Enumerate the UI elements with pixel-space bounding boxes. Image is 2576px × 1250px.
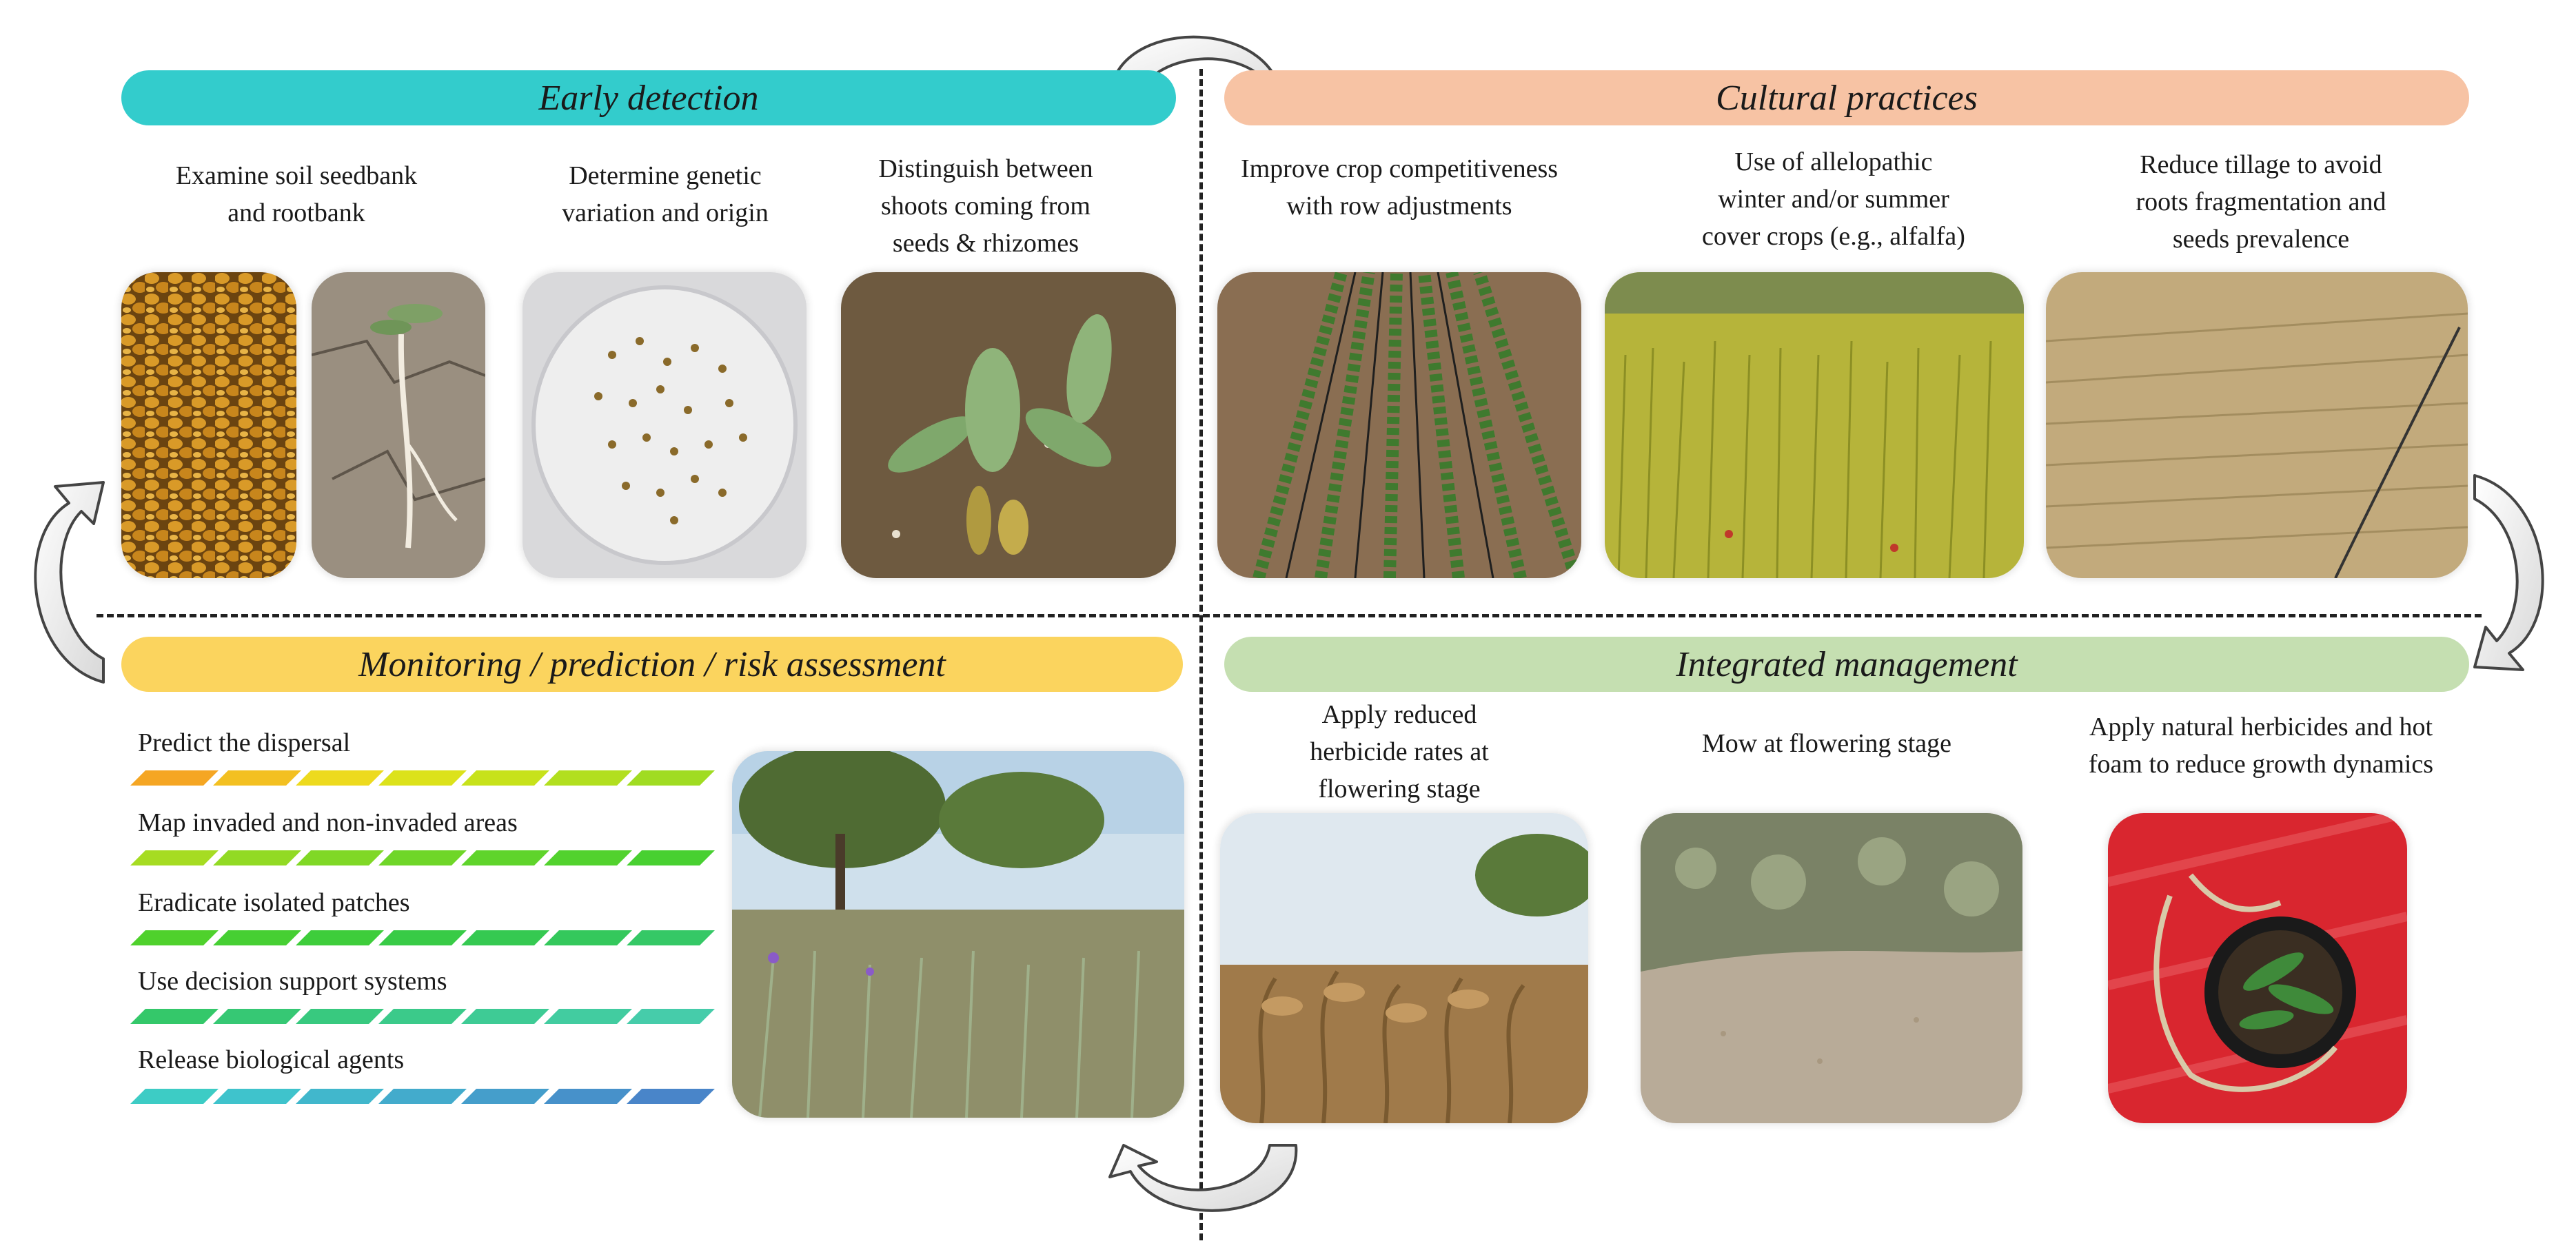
photo-rootbank <box>312 272 485 578</box>
stripe-segment <box>378 1089 467 1104</box>
stripe-segment <box>627 1009 715 1024</box>
stripe-segment <box>213 850 301 865</box>
caption-reduced-herbicide: Apply reduced herbicide rates at floweri… <box>1310 700 1489 803</box>
early-detection-banner: Early detection <box>121 70 1176 125</box>
stripe-segment <box>627 770 715 786</box>
early-detection-title: Early detection <box>538 78 759 118</box>
monitoring-item-dispersal: Predict the dispersal <box>138 728 351 757</box>
stripe-segment <box>296 930 384 945</box>
monitoring-item-map-areas: Map invaded and non-invaded areas <box>138 808 518 837</box>
stripe-row-3 <box>130 1009 715 1024</box>
caption-allelopathic-cover-crops: Use of allelopathic winter and/or summer… <box>1702 147 1965 251</box>
stripe-segment <box>627 850 715 865</box>
photo-dried-plants <box>1220 813 1588 1123</box>
stripe-segment <box>213 1009 301 1024</box>
cultural-practices-title: Cultural practices <box>1716 78 1978 118</box>
monitoring-title: Monitoring / prediction / risk assessmen… <box>358 644 946 684</box>
stripe-segment <box>544 1009 632 1024</box>
stripe-row-0 <box>130 770 715 786</box>
photo-reduced-tillage <box>2046 272 2468 578</box>
stripe-segment <box>378 1009 467 1024</box>
photo-invaded-field <box>732 751 1184 1118</box>
photo-shoots <box>841 272 1176 578</box>
arrow-bottom-icon <box>1108 1144 1298 1212</box>
photo-cover-crops <box>1605 272 2024 578</box>
caption-mow: Mow at flowering stage <box>1702 729 1951 758</box>
stripe-segment <box>130 850 219 865</box>
integrated-management-title: Integrated management <box>1676 644 2018 684</box>
monitoring-item-biological-agents: Release biological agents <box>138 1045 405 1074</box>
stripe-segment <box>296 770 384 786</box>
photo-mowed-area <box>1641 813 2022 1123</box>
cultural-practices-banner: Cultural practices <box>1224 70 2469 125</box>
monitoring-banner: Monitoring / prediction / risk assessmen… <box>121 637 1183 692</box>
caption-crop-competitiveness: Improve crop competitiveness with row ad… <box>1240 154 1559 221</box>
stripe-segment <box>461 770 549 786</box>
stripe-segment <box>627 1089 715 1104</box>
stripe-row-1 <box>130 850 715 865</box>
stripe-row-4 <box>130 1089 715 1104</box>
stripe-row-2 <box>130 930 715 945</box>
stripe-segment <box>130 1009 219 1024</box>
stripe-segment <box>461 1009 549 1024</box>
stripe-segment <box>296 850 384 865</box>
photo-potted-plant <box>2108 813 2407 1123</box>
stripe-segment <box>213 1089 301 1104</box>
caption-reduce-tillage: Reduce tillage to avoid roots fragmentat… <box>2136 150 2386 254</box>
horizontal-divider <box>97 614 2482 617</box>
stripe-segment <box>461 850 549 865</box>
stripe-segment <box>461 1089 549 1104</box>
stripe-segment <box>544 1089 632 1104</box>
photo-petri-dish <box>523 272 807 578</box>
monitoring-item-eradicate: Eradicate isolated patches <box>138 888 410 917</box>
arrow-left-icon <box>34 481 105 684</box>
stripe-segment <box>544 930 632 945</box>
arrow-right-icon <box>2473 474 2544 671</box>
stripe-segment <box>544 850 632 865</box>
stripe-segment <box>378 850 467 865</box>
caption-examine-seedbank: Examine soil seedbank and rootbank <box>175 161 418 227</box>
monitoring-item-decision-support: Use decision support systems <box>138 967 447 996</box>
stripe-segment <box>130 1089 219 1104</box>
caption-distinguish-shoots: Distinguish between shoots coming from s… <box>878 154 1093 258</box>
integrated-management-banner: Integrated management <box>1224 637 2469 692</box>
photo-crop-rows <box>1217 272 1581 578</box>
vertical-divider <box>1199 69 1203 1240</box>
photo-seedbank <box>121 272 296 578</box>
stripe-segment <box>378 770 467 786</box>
stripe-segment <box>213 770 301 786</box>
caption-genetic-variation: Determine genetic variation and origin <box>562 161 769 227</box>
stripe-segment <box>544 770 632 786</box>
stripe-segment <box>296 1089 384 1104</box>
stripe-segment <box>378 930 467 945</box>
stripe-segment <box>130 770 219 786</box>
stripe-segment <box>627 930 715 945</box>
stripe-segment <box>213 930 301 945</box>
stripe-segment <box>461 930 549 945</box>
caption-natural-herbicides: Apply natural herbicides and hot foam to… <box>2088 713 2434 779</box>
stripe-segment <box>130 930 219 945</box>
stripe-segment <box>296 1009 384 1024</box>
